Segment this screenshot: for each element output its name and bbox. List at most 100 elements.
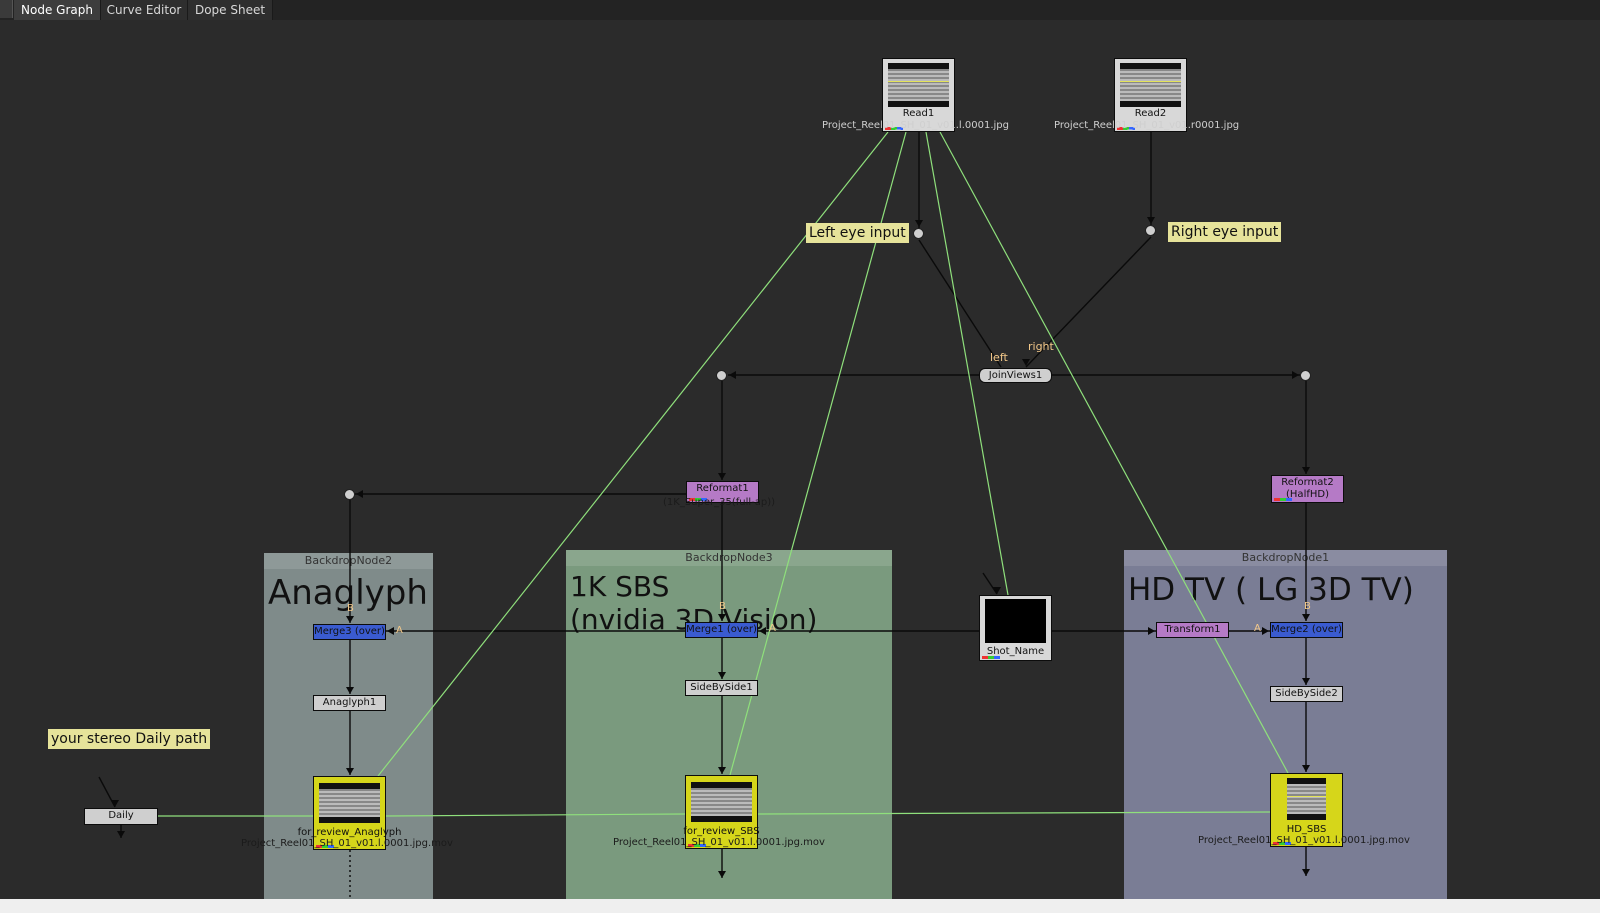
shot-name-thumbnail (985, 599, 1046, 643)
node-connections (98, 131, 1310, 900)
wire-left-dot-to-joinviews (918, 239, 1002, 368)
tab-node-graph[interactable]: Node Graph (14, 0, 101, 20)
arrow-joinviews-right (1022, 359, 1030, 366)
tab-dope-sheet[interactable]: Dope Sheet (188, 0, 273, 20)
arrow-sidebyside1 (718, 672, 726, 679)
arrow-left-dot (915, 220, 923, 227)
arrow-merge3-a (387, 627, 394, 635)
read1-file: Project_Reel01_SH_01_v01.l.0001.jpg (822, 120, 1009, 131)
bottom-edge-strip (0, 899, 1600, 913)
write-sbs-file: Project_Reel01_SH_01_v01.l.0001.jpg.mov (613, 837, 825, 848)
merge3-node[interactable]: Merge3 (over) (313, 624, 386, 640)
write-hd-thumbnail (1287, 778, 1326, 820)
joinviews-input-right-label: right (1028, 340, 1054, 353)
backdrop-title: Anaglyph (268, 573, 428, 613)
merge1-input-b: B (719, 601, 726, 612)
wire-shotname-input (982, 572, 998, 595)
merge2-input-a: A (1254, 623, 1261, 634)
wire-right-dot-to-joinviews (1025, 236, 1152, 368)
arrow-anaglyph1 (346, 687, 354, 694)
arrow-anaglyph-dot (356, 490, 363, 498)
anaglyph1-node[interactable]: Anaglyph1 (313, 695, 386, 711)
write-sbs-label: for_review_SBS (683, 826, 760, 837)
arrow-merge2-a (1262, 627, 1269, 635)
daily-node[interactable]: Daily (84, 808, 158, 825)
reformat1-label: Reformat1 (696, 483, 749, 494)
reformat1-node[interactable]: Reformat1 (686, 481, 759, 503)
reformat2-label: Reformat2 (1281, 477, 1334, 488)
merge2-node[interactable]: Merge2 (over) (1270, 622, 1343, 638)
tab-bar: Node Graph Curve Editor Dope Sheet (0, 0, 1600, 21)
arrow-write-hd (1302, 765, 1310, 772)
shot-name-label: Shot_Name (986, 646, 1045, 657)
arrow-write-anaglyph (346, 768, 354, 775)
read2-thumbnail (1120, 63, 1181, 107)
read2-label: Read2 (1134, 108, 1167, 119)
merge3-input-a: A (396, 625, 403, 636)
write-anaglyph-label: for_review_Anaglyph (297, 827, 402, 838)
dot-left-eye[interactable] (913, 228, 924, 239)
arrow-sbs-dot (729, 371, 736, 379)
sticky-daily-path[interactable]: your stereo Daily path (48, 729, 211, 749)
backdrop-header: BackdropNode2 (264, 553, 433, 569)
arrow-write-hd-out (1302, 869, 1310, 876)
write-sbs-thumbnail (691, 782, 752, 822)
arrow-right-dot (1147, 217, 1155, 224)
joinviews1-node[interactable]: JoinViews1 (979, 368, 1052, 383)
arrow-daily-input (111, 800, 119, 807)
reformat2-sub: (HalfHD) (1286, 489, 1329, 500)
write-sbs-node[interactable]: for_review_SBS (683, 775, 760, 849)
arrow-reformat1 (718, 473, 726, 480)
merge2-input-b: B (1304, 601, 1311, 612)
read2-node[interactable]: Read2 (1114, 58, 1187, 132)
arrow-merge2-b (1302, 614, 1310, 621)
link-read1-to-write-anaglyph (377, 131, 889, 777)
read2-file: Project_Reel01_SH_01_v01.r0001.jpg (1054, 120, 1240, 131)
arrow-sidebyside2 (1302, 678, 1310, 685)
joinviews-input-left-label: left (990, 351, 1008, 364)
panel-grip-handle[interactable] (0, 0, 13, 18)
arrow-write-sbs (718, 767, 726, 774)
sidebyside1-node[interactable]: SideBySide1 (685, 680, 758, 696)
read1-node[interactable]: Read1 (882, 58, 955, 132)
read1-label: Read1 (902, 108, 935, 119)
arrow-reformat2 (1302, 467, 1310, 474)
merge3-input-b: B (347, 603, 354, 614)
reformat2-node[interactable]: Reformat2 (HalfHD) (1271, 475, 1344, 503)
merge1-node[interactable]: Merge1 (over) (685, 622, 758, 638)
backdrop-header: BackdropNode3 (566, 550, 892, 566)
link-read1-to-write-hd (939, 131, 1289, 774)
dot-right-eye[interactable] (1145, 225, 1156, 236)
link-daily-to-write-hd (757, 811, 1271, 815)
backdrop-header: BackdropNode1 (1124, 550, 1447, 566)
dot-anaglyph-branch[interactable] (344, 489, 355, 500)
write-anaglyph-node[interactable]: for_review_Anaglyph (298, 776, 401, 850)
arrow-shotname-input (993, 587, 1001, 594)
dot-sbs-branch[interactable] (716, 370, 727, 381)
sticky-left-eye-input[interactable]: Left eye input (806, 223, 909, 243)
arrow-merge1-a (759, 627, 766, 635)
tab-curve-editor[interactable]: Curve Editor (101, 0, 188, 20)
backdrop-title: HD TV ( LG 3D TV) (1128, 572, 1414, 608)
write-hd-node[interactable]: HD_SBS (1270, 773, 1343, 847)
arrow-write-sbs-out (718, 871, 726, 878)
reformat1-sub: (1K_Super_35(full-ap)) (663, 497, 776, 508)
merge1-input-a: A (769, 623, 776, 634)
write-hd-label: HD_SBS (1286, 824, 1327, 835)
shot-name-node[interactable]: Shot_Name (979, 595, 1052, 661)
arrow-hd-dot (1292, 371, 1299, 379)
dot-hd-branch[interactable] (1300, 370, 1311, 381)
sticky-right-eye-input[interactable]: Right eye input (1168, 222, 1282, 242)
arrow-daily-out (117, 831, 125, 838)
link-read1-to-shotname (925, 131, 1009, 596)
arrow-merge3-b (346, 616, 354, 623)
arrow-transform (1148, 627, 1155, 635)
link-daily-to-write-sbs (385, 813, 686, 817)
write-hd-file: Project_Reel01_SH_01_v01.l.0001.jpg.mov (1198, 835, 1410, 846)
write-anaglyph-thumbnail (319, 783, 380, 823)
read1-thumbnail (888, 63, 949, 107)
write-anaglyph-file: Project_Reel01_SH_01_v01.l.0001.jpg.mov (241, 838, 453, 849)
sidebyside2-node[interactable]: SideBySide2 (1270, 686, 1343, 702)
transform1-node[interactable]: Transform1 (1156, 622, 1229, 638)
node-graph-canvas[interactable]: BackdropNode2 Anaglyph BackdropNode3 1K … (0, 20, 1600, 900)
